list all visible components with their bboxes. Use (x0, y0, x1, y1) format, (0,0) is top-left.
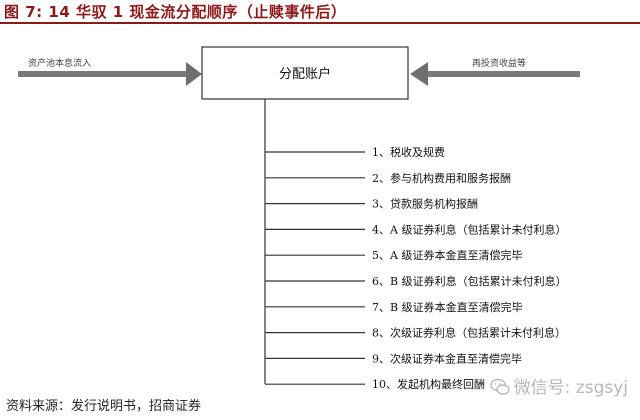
watermark-text: 微信号: zsgsyj (513, 378, 628, 398)
figure-title: 图 7: 14 华驭 1 现金流分配顺序（止赎事件后） (4, 3, 347, 21)
figure-source: 资料来源：发行说明书，招商证券 (6, 399, 202, 414)
step-label: 2、参与机构费用和服务报酬 (372, 171, 511, 185)
right-inflow-arrow (410, 62, 580, 86)
figure-title-bar: 图 7: 14 华驭 1 现金流分配顺序（止赎事件后） (0, 0, 640, 24)
step-label: 10、发起机构最终回酬 (372, 377, 485, 391)
distribution-steps: 1、税收及规费 2、参与机构费用和服务报酬 3、贷款服务机构报酬 4、A 级证券利息（… (265, 145, 567, 391)
step-label: 1、税收及规费 (372, 145, 445, 159)
step-label: 9、次级证券本金直至清偿完毕 (372, 351, 522, 365)
step-label: 7、B 级证券本金直至清偿完毕 (372, 300, 523, 314)
distribution-account-label: 分配账户 (279, 66, 331, 82)
step-label: 4、A 级证券利息（包括累计未付利息） (372, 222, 566, 236)
step-label: 5、A 级证券本金直至清偿完毕 (372, 248, 522, 262)
right-inflow-label: 再投资收益等 (472, 57, 526, 69)
left-inflow-arrow (18, 62, 202, 86)
distribution-account-box (201, 46, 409, 100)
step-label: 8、次级证券利息（包括累计未付利息） (372, 326, 566, 340)
left-inflow-label: 资产池本息流入 (28, 57, 91, 69)
watermark: 微信号: zsgsyj (489, 373, 628, 398)
step-label: 3、贷款服务机构报酬 (372, 197, 478, 211)
wechat-icon (489, 378, 510, 395)
step-label: 6、B 级证券利息（包括累计未付利息） (372, 274, 567, 288)
